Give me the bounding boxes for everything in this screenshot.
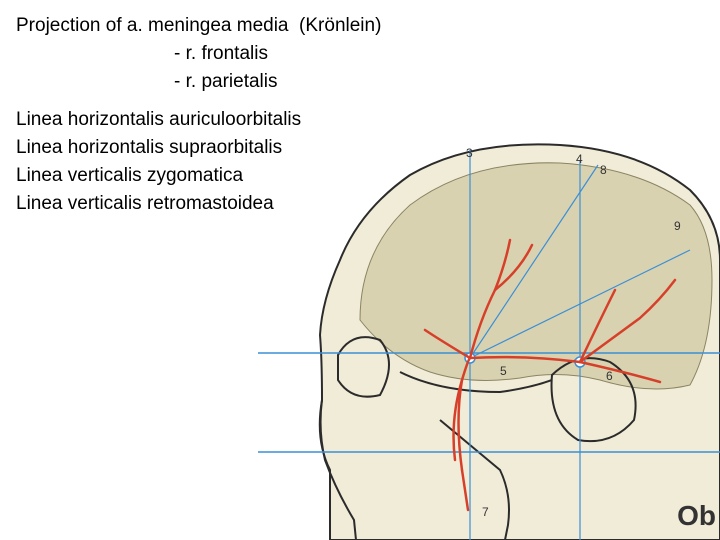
- projection-line-oblique-front: [469, 164, 599, 359]
- label-6: 6: [606, 369, 613, 383]
- label-4: 4: [576, 152, 583, 166]
- orbit-outline: [337, 336, 390, 398]
- line-auriculoorbitalis: Linea horizontalis auriculoorbitalis: [16, 109, 302, 130]
- label-8: 8: [600, 163, 607, 177]
- meningeal-artery-branches: [423, 238, 677, 512]
- watermark: Ob: [677, 500, 716, 531]
- slide-title: Projection of a. meningea media (Krönlei…: [16, 15, 382, 36]
- text-block: Projection of a. meningea media (Krönlei…: [16, 12, 381, 218]
- line-supraorbitalis: Linea horizontalis supraorbitalis: [16, 137, 283, 158]
- projection-line-oblique-upper: [469, 249, 691, 359]
- ear-outline: [550, 357, 637, 443]
- label-9: 9: [674, 219, 681, 233]
- line-zygomatica: Linea verticalis zygomatica: [16, 165, 244, 186]
- figure-number-labels: 3 4 8 9 5 6 7: [466, 146, 681, 519]
- label-7: 7: [482, 505, 489, 519]
- line-retromastoidea: Linea verticalis retromastoidea: [16, 193, 274, 214]
- brain-surface: [359, 162, 713, 390]
- branch-frontalis: - r. frontalis: [174, 43, 268, 64]
- face-profile: [319, 399, 357, 540]
- spacer: [16, 96, 381, 106]
- label-3: 3: [466, 146, 473, 160]
- zygoma-outline: [399, 371, 553, 394]
- label-5: 5: [500, 364, 507, 378]
- branch-parietalis: - r. parietalis: [174, 71, 278, 92]
